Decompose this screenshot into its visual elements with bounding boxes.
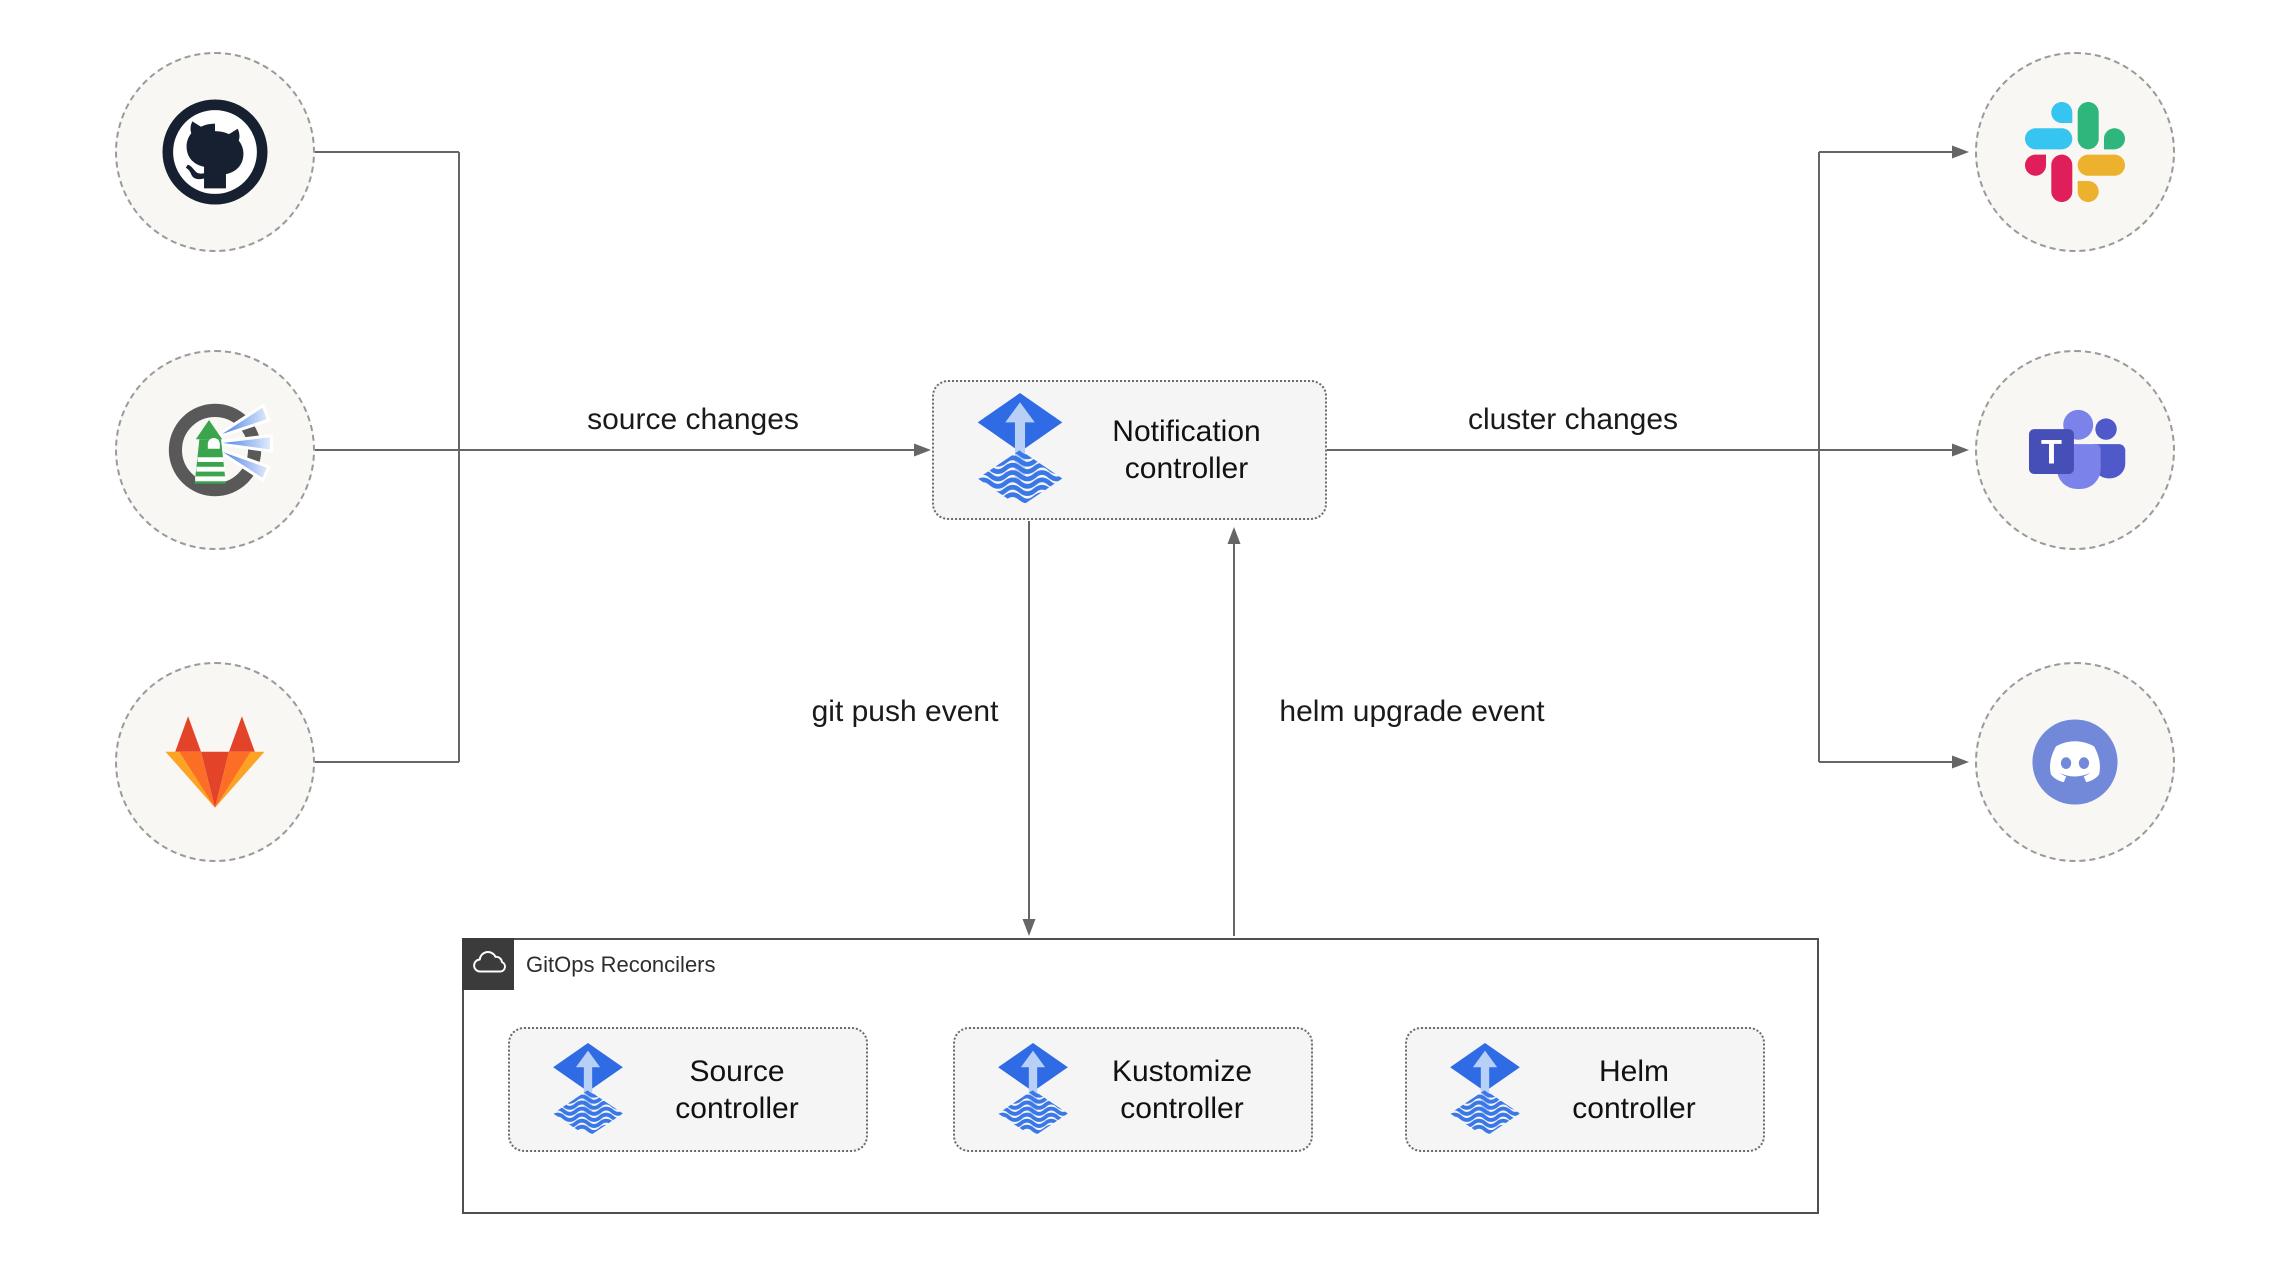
- arrowhead-into-discord: [1952, 755, 1969, 769]
- notification-controller-label: Notification controller: [1112, 415, 1261, 485]
- edge-label-cluster-changes: cluster changes: [1463, 403, 1683, 437]
- gitlab-icon: [161, 713, 269, 812]
- kustomize-controller-label: Kustomize controller: [1111, 1054, 1253, 1125]
- arrowhead-into-teams: [1952, 443, 1969, 457]
- node-gitlab: [115, 662, 315, 862]
- flux-icon: [1447, 1043, 1523, 1137]
- edge-label-git-push-event: git push event: [807, 695, 1003, 729]
- helm-controller-box: Helm controller: [1405, 1027, 1765, 1152]
- arrowhead-git-push-down: [1022, 919, 1036, 936]
- notification-controller-box: Notification controller: [932, 380, 1327, 520]
- source-controller-label: Source controller: [675, 1054, 799, 1125]
- container-header-square: [462, 938, 514, 990]
- cloud-icon: [470, 946, 506, 982]
- github-icon: [156, 93, 274, 211]
- teams-icon: [2016, 397, 2134, 504]
- flux-icon: [995, 1043, 1071, 1137]
- node-discord: [1975, 662, 2175, 862]
- source-controller-box: Source controller: [508, 1027, 868, 1152]
- arrowhead-helm-upgrade-up: [1227, 527, 1241, 544]
- node-harbor: [115, 350, 315, 550]
- node-slack: [1975, 52, 2175, 252]
- gitops-reconcilers-title: GitOps Reconcilers: [526, 952, 716, 977]
- slack-icon: [2025, 102, 2125, 202]
- discord-icon: [2019, 706, 2131, 818]
- arrowhead-into-notification: [914, 443, 931, 457]
- arrowhead-into-slack: [1952, 145, 1969, 159]
- node-github: [115, 52, 315, 252]
- node-teams: [1975, 350, 2175, 550]
- edge-label-source-changes: source changes: [583, 403, 803, 437]
- kustomize-controller-box: Kustomize controller: [953, 1027, 1313, 1152]
- helm-controller-label: Helm controller: [1572, 1054, 1696, 1125]
- flux-icon: [550, 1043, 626, 1137]
- harbor-icon: [155, 390, 275, 510]
- flux-icon: [974, 393, 1066, 507]
- edge-label-helm-upgrade-event: helm upgrade event: [1275, 695, 1549, 729]
